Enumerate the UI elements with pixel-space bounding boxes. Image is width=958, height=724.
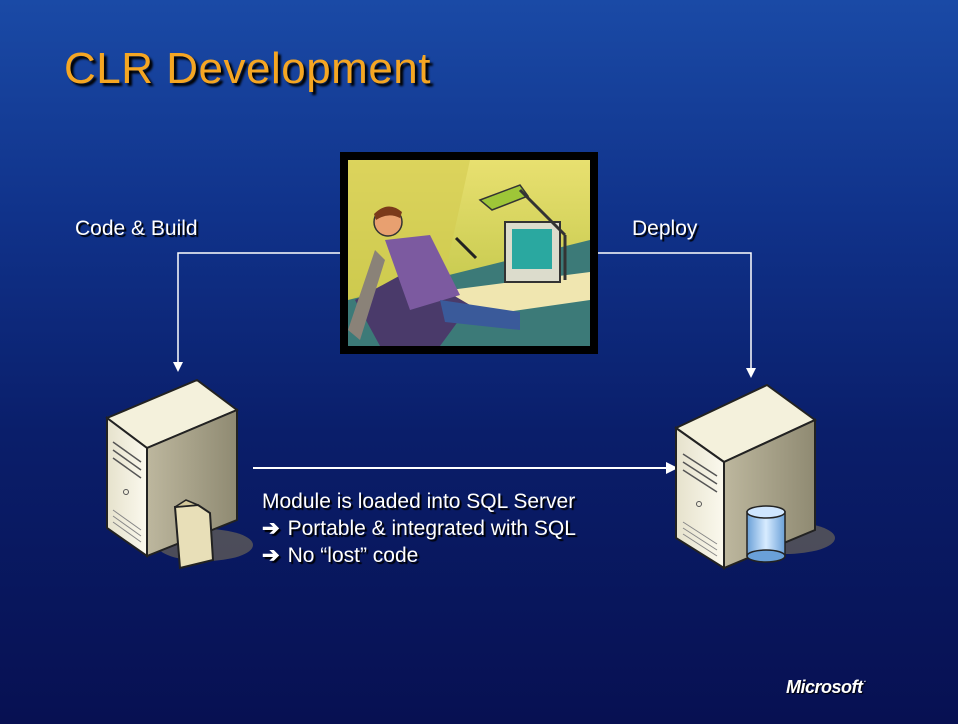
description-line-3: ➔ No “lost” code [262,542,576,569]
microsoft-logo: Microsoft· [786,677,866,698]
code-build-label: Code & Build [75,217,198,240]
developer-server-icon [105,378,253,570]
logo-text: Microsoft [786,677,863,697]
developer-clipart-icon [340,152,598,354]
deploy-label: Deploy [632,217,698,240]
module-description: Module is loaded into SQL Server ➔ Portab… [262,488,576,569]
arrow-right-icon: ➔ [262,517,280,540]
connector-load-module [253,462,678,474]
description-line-3-text: No “lost” code [287,544,419,567]
logo-mark: · [863,677,867,686]
description-line-2-text: Portable & integrated with SQL [287,517,576,540]
database-icon [746,505,786,563]
connector-deploy [598,252,756,378]
sql-server-icon [674,383,835,570]
description-line-2: ➔ Portable & integrated with SQL [262,515,576,542]
folder-icon [173,499,215,570]
slide-title: CLR Development [64,44,431,93]
connector-code-build [173,252,340,372]
arrow-right-icon: ➔ [262,544,280,567]
description-line-1: Module is loaded into SQL Server [262,490,576,513]
